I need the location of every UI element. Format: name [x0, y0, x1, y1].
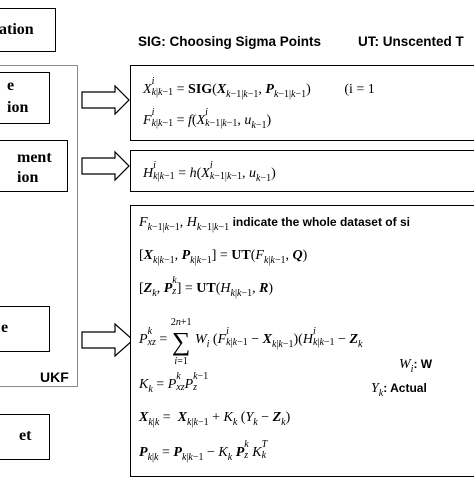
actual-measurement-legend: Yk: Actual — [371, 381, 427, 399]
state-update-equation: Xk|k = Xk|k−1 + Kk (Yk − Zk) — [139, 410, 291, 428]
output-box: et — [0, 414, 50, 460]
left-box-top-label: ation — [0, 21, 34, 38]
measurement-arrow — [81, 150, 130, 182]
weight-legend: Wi: W — [399, 357, 433, 375]
update-box-label: e — [1, 319, 9, 336]
measurement-box-label-2: ion — [17, 169, 39, 186]
dataset-note: Fk−1|k−1, Hk−1|k−1 indicate the whole da… — [139, 215, 410, 233]
index-condition: (i = 1 — [344, 82, 375, 98]
legend-ut: UT: Unscented T — [358, 34, 464, 49]
update-equations-box: Fk−1|k−1, Hk−1|k−1 indicate the whole da… — [130, 205, 474, 477]
measurement-box: ment ion — [0, 140, 68, 192]
ukf-label: UKF — [40, 369, 69, 385]
ukf-container — [0, 65, 78, 387]
legend-sig: SIG: Choosing Sigma Points — [138, 34, 322, 49]
measurement-box-label-1: ment — [17, 149, 52, 166]
prediction-box: e ion — [0, 72, 50, 124]
left-box-top: ation — [0, 8, 56, 52]
prediction-box-label-2: ion — [7, 99, 29, 116]
update-arrow — [81, 322, 134, 358]
weight-legend-text: : W — [413, 357, 433, 371]
actual-measurement-legend-text: : Actual — [383, 381, 427, 395]
output-box-label: et — [19, 427, 32, 444]
dataset-note-text: indicate the whole dataset of si — [232, 215, 410, 229]
prediction-box-label-1: e — [7, 77, 15, 94]
update-box: e — [0, 306, 50, 352]
ut-state-equation: [Xk|k−1, Pk|k−1] = UT(Fk|k−1, Q) — [139, 248, 308, 266]
prediction-arrow — [81, 84, 130, 116]
